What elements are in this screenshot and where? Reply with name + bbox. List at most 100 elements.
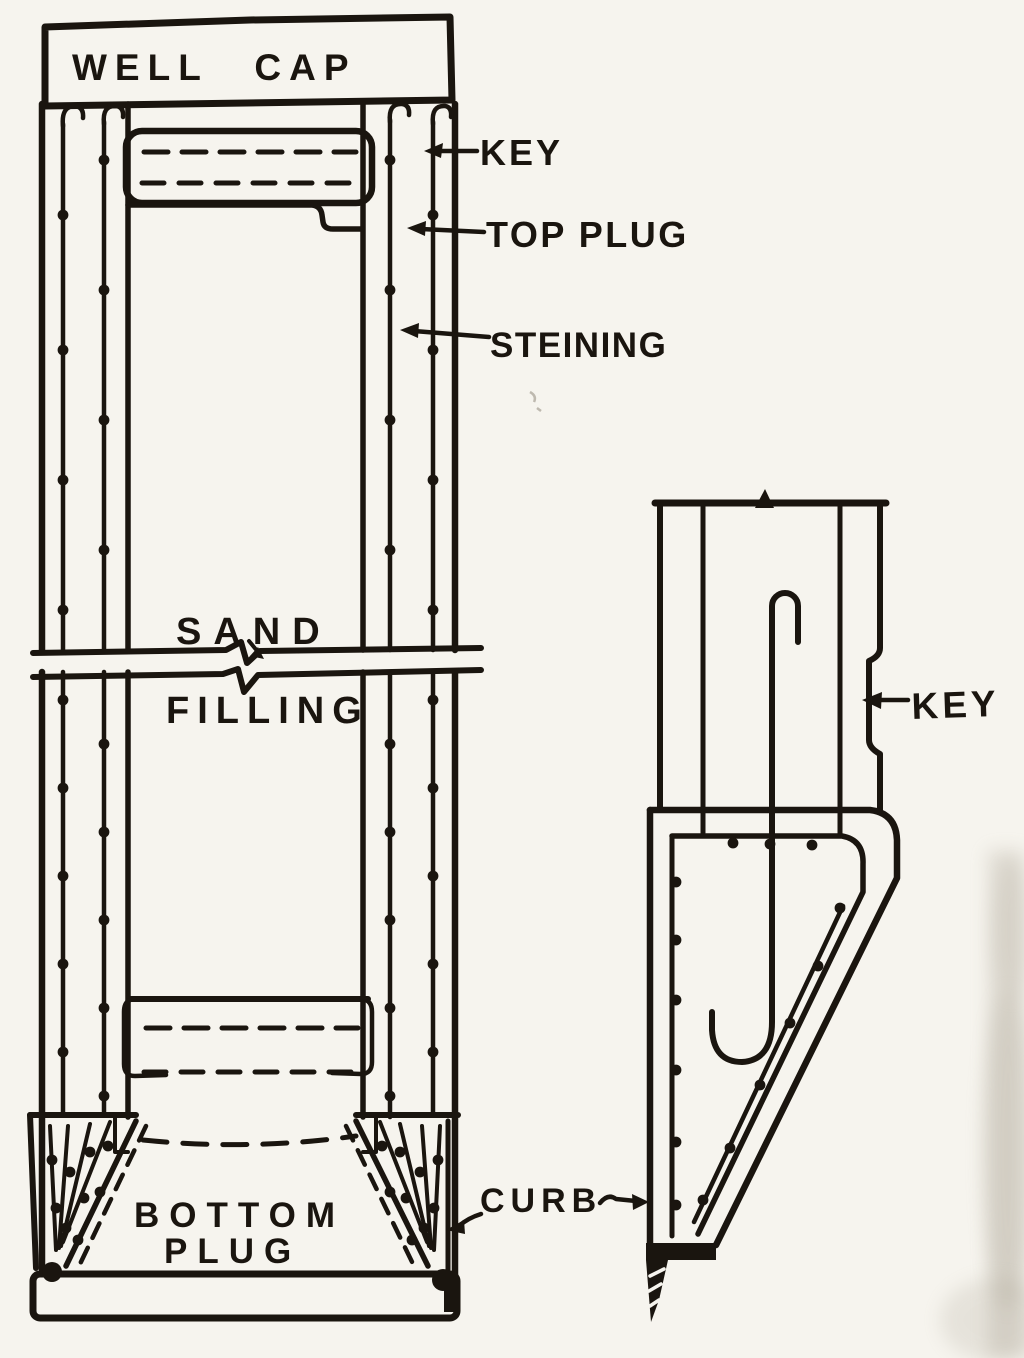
break-lines: [30, 639, 484, 695]
stirrup-dot: [384, 914, 396, 926]
stirrup-dot: [834, 902, 846, 914]
stirrup-dot: [427, 694, 439, 706]
stirrup-dot: [98, 414, 110, 426]
detail-cutting-edge-shoe-stroke: [646, 1243, 716, 1260]
curb-label: CURB: [480, 1182, 602, 1220]
stirrup-dot: [406, 1234, 418, 1246]
break-lines-stroke: [30, 666, 484, 695]
detail-cutting-edge-shoe: [646, 1243, 716, 1322]
curb-leader-arrow-right-stroke: [597, 1194, 639, 1206]
detail-view: KEY: [646, 489, 1000, 1322]
bottom-plug-label-line2: PLUG: [164, 1232, 301, 1271]
stirrup-dot: [670, 994, 682, 1006]
stirrup-dot: [427, 958, 439, 970]
stirrup-dot: [727, 837, 739, 849]
stirrup-dot: [670, 1199, 682, 1211]
detail-key-notch: [866, 500, 883, 813]
detail-cutting-edge-shoe-stroke: [648, 1267, 666, 1278]
stirrup-dot: [697, 1194, 709, 1206]
well-curb-left-stroke: [57, 1124, 70, 1250]
detail-diagonal-rebar: [691, 903, 846, 1225]
curb-leader-arrow-left-stroke: [446, 1220, 465, 1234]
detail-cutting-edge-shoe-stroke: [647, 1282, 663, 1293]
detail-curb-shell-stroke: [669, 833, 866, 1237]
bottom-key-stroke: [121, 996, 169, 1079]
stirrup-dot: [57, 1046, 69, 1058]
well-cap-stroke: [41, 13, 456, 110]
cutting-edge-base: [29, 1262, 461, 1322]
stirrup-dot: [806, 839, 818, 851]
sand-leader-arrow: [247, 639, 264, 659]
stirrup-dot: [784, 1017, 796, 1029]
stirrup-dot: [57, 474, 69, 486]
stirrup-dot: [98, 284, 110, 296]
break-lines-stroke: [30, 639, 484, 666]
stirrup-dot: [57, 344, 69, 356]
stirrup-dot: [427, 1046, 439, 1058]
bottom-plug-boundary-stroke: [343, 1123, 417, 1269]
label-well-cap-group: WELL CAP: [72, 47, 357, 88]
stirrup-dot: [50, 1202, 62, 1214]
stirrup-dot: [57, 604, 69, 616]
stirrup-dot: [384, 544, 396, 556]
steining-leader-arrow-stroke: [411, 328, 492, 340]
cutting-edge-base-stroke: [29, 1270, 461, 1322]
bottom-plug-boundary-stroke: [140, 1133, 359, 1148]
stirrup-dot: [384, 1090, 396, 1102]
stirrup-dot: [78, 1192, 90, 1204]
well-curb-left: [27, 1112, 139, 1271]
stirrup-dot: [432, 1154, 444, 1166]
stirrup-dot: [414, 1166, 426, 1178]
top-plug-label: TOP PLUG: [486, 214, 689, 255]
key-leader-arrow: [424, 143, 480, 158]
detail-curb-shell: [646, 806, 901, 1249]
bottom-plug-boundary: [77, 1123, 417, 1269]
scan-artifacts: [529, 390, 1024, 1358]
stirrup-dot: [428, 1202, 440, 1214]
curb-leader-arrow-right: [597, 1194, 649, 1210]
well-curb-right-stroke: [420, 1124, 433, 1250]
well-curb-left-stroke: [27, 1112, 39, 1271]
top-key-stroke: [122, 127, 376, 207]
rebar-hook: [60, 103, 86, 129]
stirrup-dot: [724, 1142, 736, 1154]
stirrup-dot: [427, 870, 439, 882]
steining-walls-upper: [38, 100, 459, 654]
stirrup-dot: [57, 782, 69, 794]
stirrup-dot: [670, 1064, 682, 1076]
scan-artifacts-stroke: [982, 990, 1024, 1310]
sand-leader-arrow-stroke: [250, 647, 264, 659]
bottom-plug-boundary-stroke: [77, 1123, 149, 1267]
stirrup-dot: [670, 934, 682, 946]
stirrup-dot: [418, 1222, 430, 1234]
main-elevation: WELL CAP KEY TOP PLUG STEINING SAND FILL…: [27, 13, 689, 1322]
steining-walls-lower: [38, 668, 459, 1280]
top-plug-leader-arrow: [407, 221, 487, 236]
sand-label: SAND: [176, 611, 332, 653]
stirrup-dot: [427, 344, 439, 356]
stirrup-dot: [57, 958, 69, 970]
well-cap-label: WELL CAP: [72, 47, 357, 88]
stirrup-dot: [98, 544, 110, 556]
stirrup-dot: [102, 1140, 114, 1152]
well-curb-right-stroke: [378, 1120, 429, 1244]
stirrup-dot: [394, 1146, 406, 1158]
scan-artifacts-stroke: [994, 860, 1024, 1000]
stirrup-dot: [400, 1192, 412, 1204]
stirrup-dot: [46, 1154, 58, 1166]
rebar-dots: [46, 154, 846, 1246]
detail-key-label: KEY: [911, 683, 1000, 727]
detail-cutting-edge-shoe-stroke: [648, 1298, 661, 1308]
stirrup-dot: [812, 960, 824, 972]
rebar-hook: [387, 101, 412, 125]
stirrup-dot: [98, 914, 110, 926]
stirrup-dot: [384, 738, 396, 750]
detail-curb-shell-stroke: [646, 806, 901, 1249]
stirrup-dot: [754, 1079, 766, 1091]
stirrup-dot: [376, 1140, 388, 1152]
stirrup-dot: [670, 876, 682, 888]
stirrup-dot: [427, 604, 439, 616]
steining-leader-arrow-stroke: [400, 323, 419, 338]
scan-artifacts-stroke: [529, 390, 542, 412]
